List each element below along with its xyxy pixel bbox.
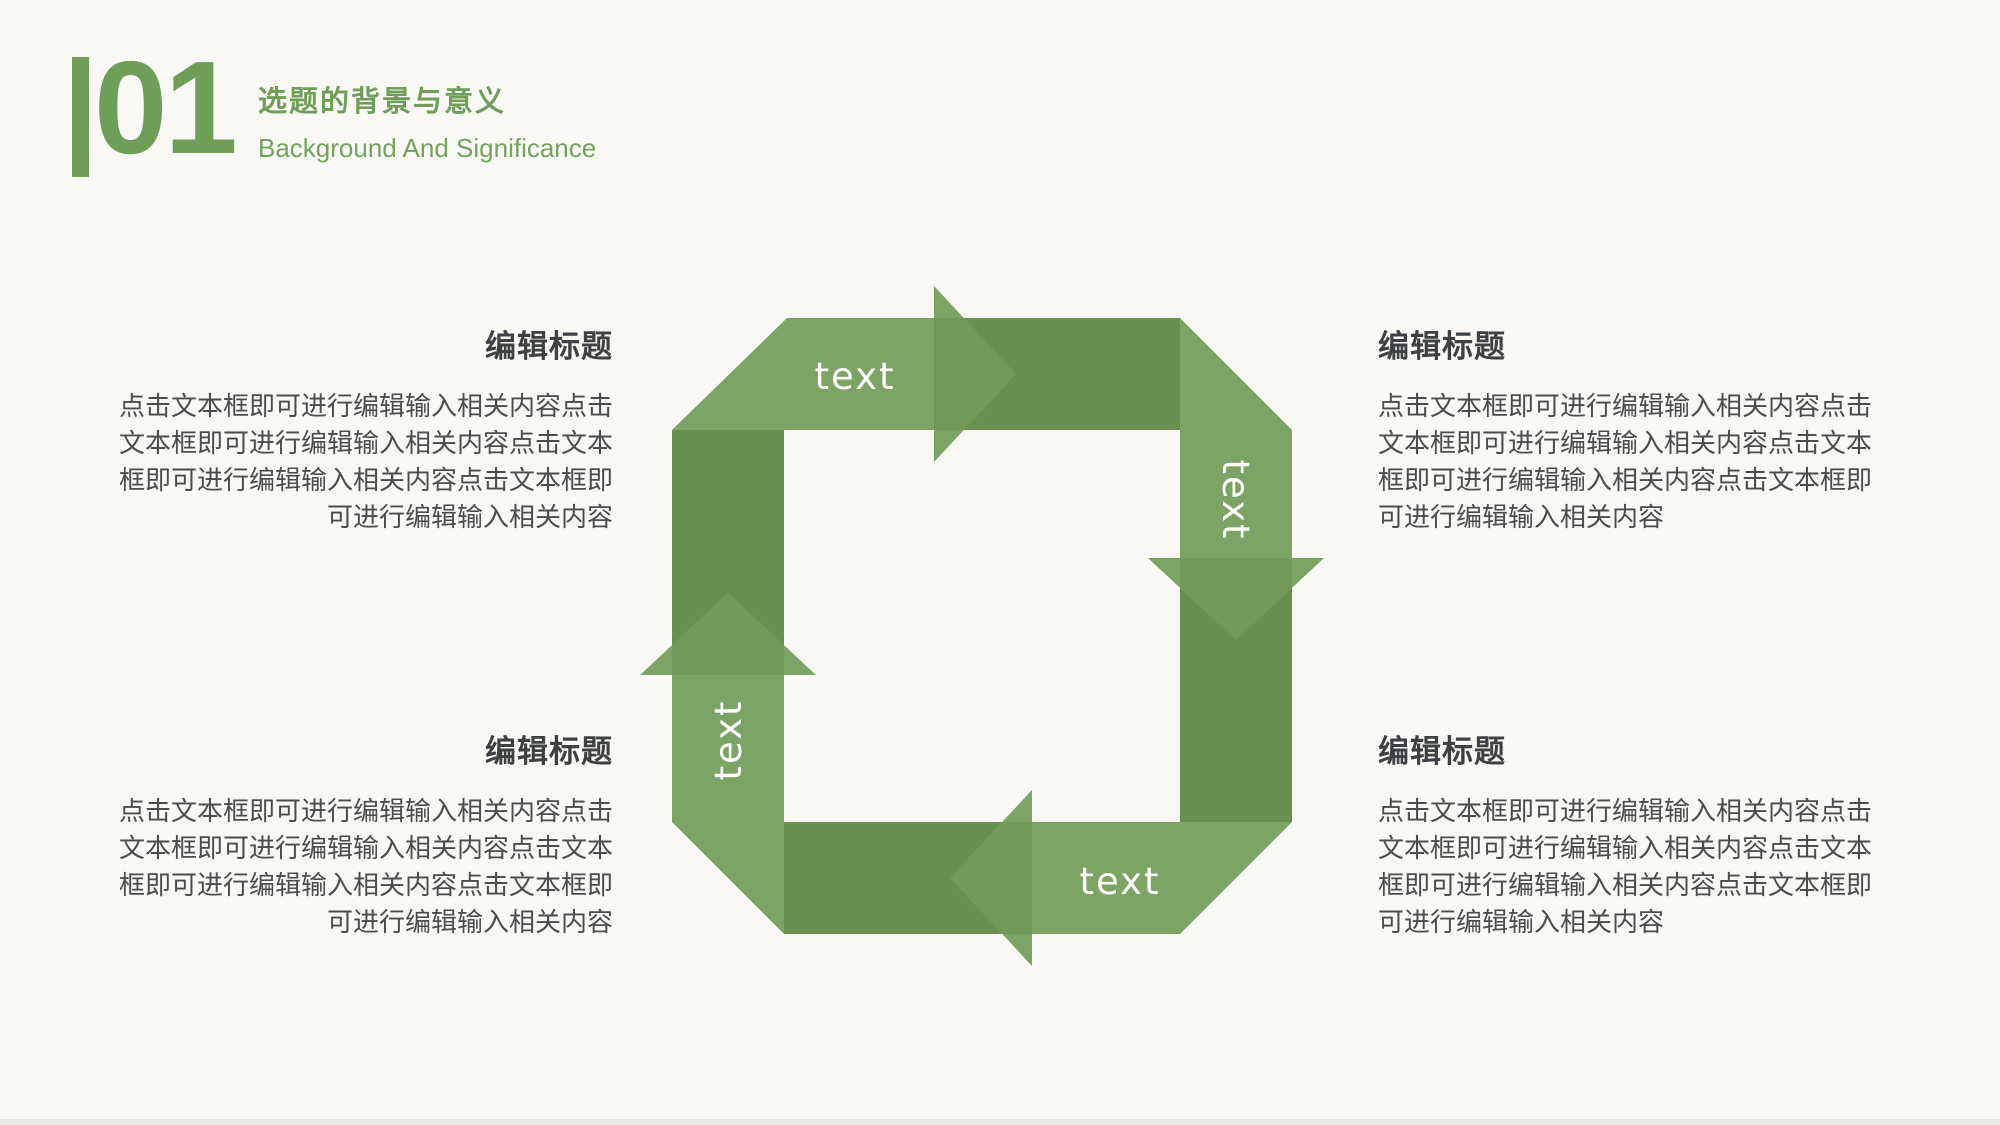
header-titles: 选题的背景与意义 Background And Significance — [258, 84, 596, 163]
arrow-bottom-label: text — [1079, 860, 1160, 903]
section-number: 01 — [94, 34, 238, 181]
caption-body: 点击文本框即可进行编辑输入相关内容点击 文本框即可进行编辑输入相关内容点击文本 … — [1378, 796, 1873, 937]
arrow-right-head-overlap — [1180, 558, 1292, 640]
caption-heading: 编辑标题 — [1378, 329, 1506, 364]
caption-heading: 编辑标题 — [485, 329, 613, 364]
page-subtitle: Background And Significance — [258, 133, 597, 163]
page-title: 选题的背景与意义 — [258, 86, 507, 118]
slide-bottom-edge — [0, 1119, 2000, 1125]
arrow-left-label: text — [707, 699, 750, 780]
caption-block-top-right[interactable]: 编辑标题 点击文本框即可进行编辑输入相关内容点击 文本框即可进行编辑输入相关内容… — [1378, 328, 1918, 536]
arrow-top-head-overlap — [934, 318, 1016, 430]
caption-heading: 编辑标题 — [485, 734, 613, 769]
arrow-top-label: text — [814, 355, 895, 398]
arrow-top[interactable] — [672, 286, 1016, 462]
caption-block-bottom-left[interactable]: 编辑标题 点击文本框即可进行编辑输入相关内容点击 文本框即可进行编辑输入相关内容… — [73, 733, 613, 941]
caption-block-bottom-right[interactable]: 编辑标题 点击文本框即可进行编辑输入相关内容点击 文本框即可进行编辑输入相关内容… — [1378, 733, 1918, 941]
caption-heading: 编辑标题 — [1378, 734, 1506, 769]
section-accent-bar — [72, 57, 89, 177]
caption-body: 点击文本框即可进行编辑输入相关内容点击 文本框即可进行编辑输入相关内容点击文本 … — [118, 391, 613, 532]
caption-block-top-left[interactable]: 编辑标题 点击文本框即可进行编辑输入相关内容点击 文本框即可进行编辑输入相关内容… — [73, 328, 613, 536]
arrow-left-head-overlap — [672, 593, 784, 675]
cycle-arrows-diagram: text text text text — [640, 286, 1324, 966]
caption-body: 点击文本框即可进行编辑输入相关内容点击 文本框即可进行编辑输入相关内容点击文本 … — [118, 796, 613, 937]
arrow-left[interactable] — [640, 593, 816, 934]
caption-body: 点击文本框即可进行编辑输入相关内容点击 文本框即可进行编辑输入相关内容点击文本 … — [1378, 391, 1873, 532]
arrow-right-label: text — [1214, 459, 1257, 540]
arrow-bottom[interactable] — [950, 790, 1292, 966]
arrow-bottom-head-overlap — [950, 822, 1032, 934]
